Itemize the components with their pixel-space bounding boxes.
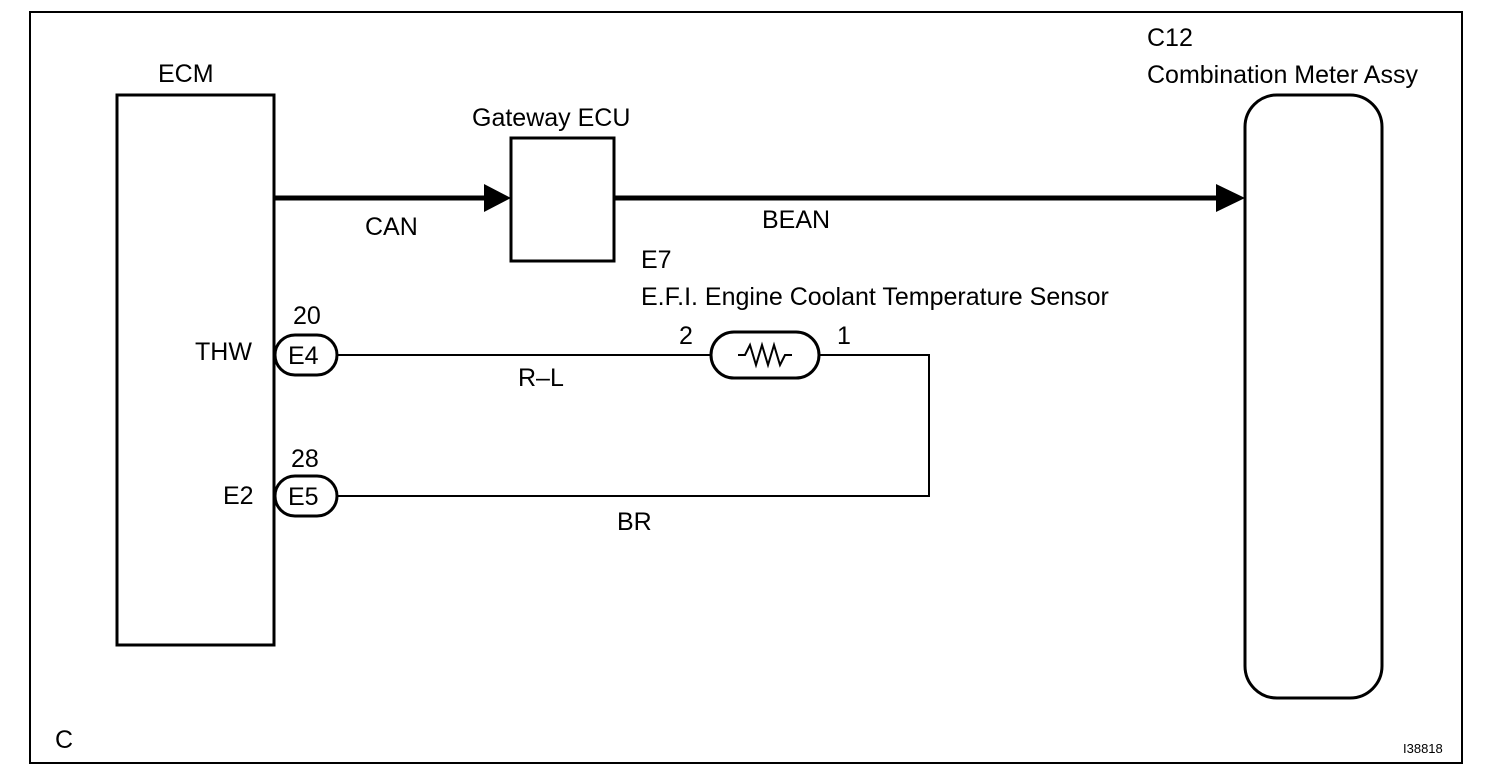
e2-signal-label: E2 <box>223 482 254 510</box>
sensor-pin-right: 1 <box>837 322 851 350</box>
thw-signal-label: THW <box>195 338 252 366</box>
connector-e4-label: E4 <box>288 342 319 370</box>
wire-e2-color: BR <box>617 508 652 536</box>
connector-e5-label: E5 <box>288 483 319 511</box>
ecm-box <box>115 93 276 647</box>
thw-pin-number: 20 <box>293 302 321 330</box>
sensor-label: E.F.I. Engine Coolant Temperature Sensor <box>641 283 1109 311</box>
bean-arrow-icon <box>1216 184 1245 212</box>
can-arrow-icon <box>484 184 511 212</box>
e2-pin-number: 28 <box>291 445 319 473</box>
wire-e2 <box>337 354 930 497</box>
can-label: CAN <box>365 213 418 241</box>
gateway-box <box>509 136 616 263</box>
diagram-frame <box>29 11 1463 764</box>
meter-label: Combination Meter Assy <box>1147 61 1418 89</box>
sensor-pin-left: 2 <box>679 322 693 350</box>
sensor-code: E7 <box>641 246 672 274</box>
wire-thw-color: R–L <box>518 364 564 392</box>
ecm-label: ECM <box>158 60 214 88</box>
meter-code: C12 <box>1147 24 1193 52</box>
meter-box <box>1243 93 1384 700</box>
corner-letter: C <box>55 726 73 754</box>
figure-id: I38818 <box>1403 741 1443 756</box>
connector-e5 <box>273 474 339 518</box>
resistor-icon <box>738 341 792 369</box>
bean-label: BEAN <box>762 206 830 234</box>
gateway-label: Gateway ECU <box>472 104 630 132</box>
